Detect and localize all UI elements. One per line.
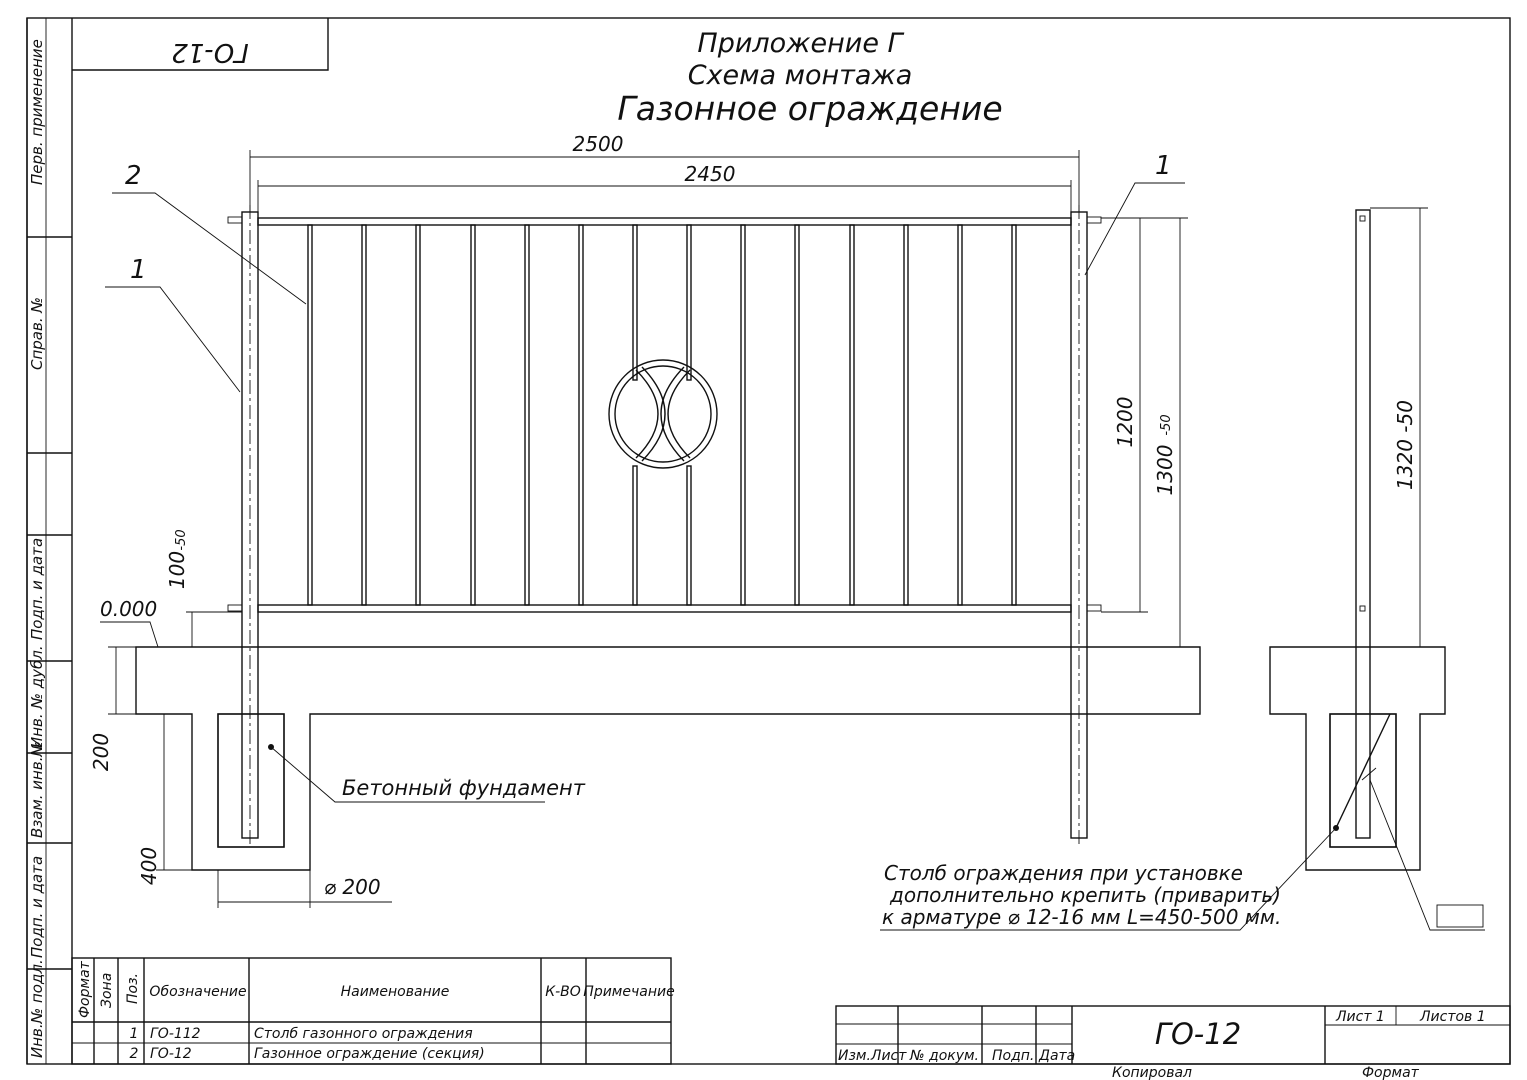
note-line-3: к арматуре ⌀ 12-16 мм L=450-500 мм. [882, 905, 1281, 929]
top-stamp-code: ГО-12 [171, 37, 248, 67]
title-block-kopiroval: Копировал [1112, 1065, 1192, 1080]
dim-400: 400 [137, 847, 161, 885]
spec-row-1-name: Столб газонного ограждения [254, 1026, 473, 1042]
callout-pos-1-left: 1 [130, 255, 147, 285]
header-title: Газонное ограждение [617, 89, 1002, 128]
side-label-perv-primenenie: Перв. применение [28, 39, 46, 185]
spec-header-qty: К-ВО [545, 984, 581, 1000]
title-block: ГО-12 Лист 1 Листов 1 Изм.Лист № докум. … [835, 1005, 1511, 1080]
dim-1300-tol: -50 [1159, 414, 1174, 435]
title-block-sheet: Лист 1 [1335, 1009, 1385, 1025]
dim-2450: 2450 [685, 162, 736, 186]
left-post [227, 205, 274, 845]
spec-header-note: Примечание [583, 984, 674, 1000]
dim-100: 100 [165, 551, 189, 589]
spec-header-pos: Поз. [125, 973, 141, 1004]
side-label-vzam-inv: Взам. инв.№ [28, 741, 46, 838]
ring-ornament [608, 359, 718, 469]
dim-1300: 1300 [1153, 445, 1177, 496]
callout-pos-2: 2 [125, 161, 142, 191]
title-block-code: ГО-12 [1155, 1017, 1241, 1051]
side-label-inv-dubl: Инв. № дубл. [28, 645, 46, 748]
side-label-podp-data-2: Подп. и дата [28, 856, 46, 958]
spec-row-2-pos: 2 [130, 1046, 139, 1062]
dim-dia-200: ⌀ 200 [324, 875, 381, 899]
side-label-podp-data-1: Подп. и дата [28, 538, 46, 640]
spec-row-2-designation: ГО-12 [150, 1046, 192, 1062]
right-post [1070, 205, 1102, 845]
spec-header-name: Наименование [341, 984, 450, 1000]
spec-table: Формат Зона Поз. Обозначение Наименовани… [71, 957, 675, 1065]
title-block-izm-list: Изм.Лист [838, 1048, 907, 1064]
spec-header-designation: Обозначение [149, 984, 246, 1000]
callouts-front: 2 1 1 Бетонный фундамент [105, 151, 1185, 803]
dim-0000: 0.000 [100, 597, 157, 621]
note-line-1: Столб ограждения при установке [884, 861, 1243, 885]
note: Столб ограждения при установке дополните… [882, 861, 1281, 929]
dimensions-front: 2500 2450 1200 1300 -50 100 -50 0.000 20… [89, 132, 1188, 908]
sheet-frame [26, 17, 1511, 1065]
title-block-sheets: Листов 1 [1419, 1009, 1486, 1025]
title-block-no-dokum: № докум. [909, 1048, 979, 1064]
side-label-inv-podl: Инв.№ подл. [28, 959, 46, 1058]
header: Приложение Г Схема монтажа Газонное огра… [617, 28, 1002, 128]
header-appendix: Приложение Г [697, 28, 904, 59]
spec-row-1-pos: 1 [130, 1026, 139, 1042]
top-stamp: ГО-12 [72, 18, 329, 71]
header-subtitle: Схема монтажа [688, 60, 913, 91]
spec-row-1-designation: ГО-112 [150, 1026, 201, 1042]
fence-bars [307, 224, 1017, 606]
title-block-podp: Подп. [992, 1048, 1034, 1064]
side-labels: Перв. применение Справ. № Подп. и дата И… [28, 39, 46, 1058]
dim-1320: 1320 -50 [1393, 400, 1417, 490]
title-block-format: Формат [1362, 1065, 1420, 1080]
spec-header-zone: Зона [99, 973, 115, 1008]
fence-section [257, 217, 1072, 613]
callout-pos-1-right: 1 [1155, 151, 1172, 181]
note-line-2: дополнительно крепить (приварить) [889, 883, 1281, 907]
ground-slab [135, 646, 1201, 871]
dim-1200: 1200 [1113, 397, 1137, 448]
dim-100-tol: -50 [174, 529, 189, 550]
spec-row-2-name: Газонное ограждение (секция) [254, 1046, 485, 1062]
spec-header-format: Формат [77, 960, 93, 1018]
title-block-data: Дата [1038, 1048, 1075, 1064]
side-view: 1320 -50 [880, 207, 1485, 931]
callout-foundation: Бетонный фундамент [342, 776, 586, 800]
dim-200: 200 [89, 733, 113, 771]
dim-2500: 2500 [573, 132, 624, 156]
side-label-sprav-no: Справ. № [28, 297, 46, 370]
